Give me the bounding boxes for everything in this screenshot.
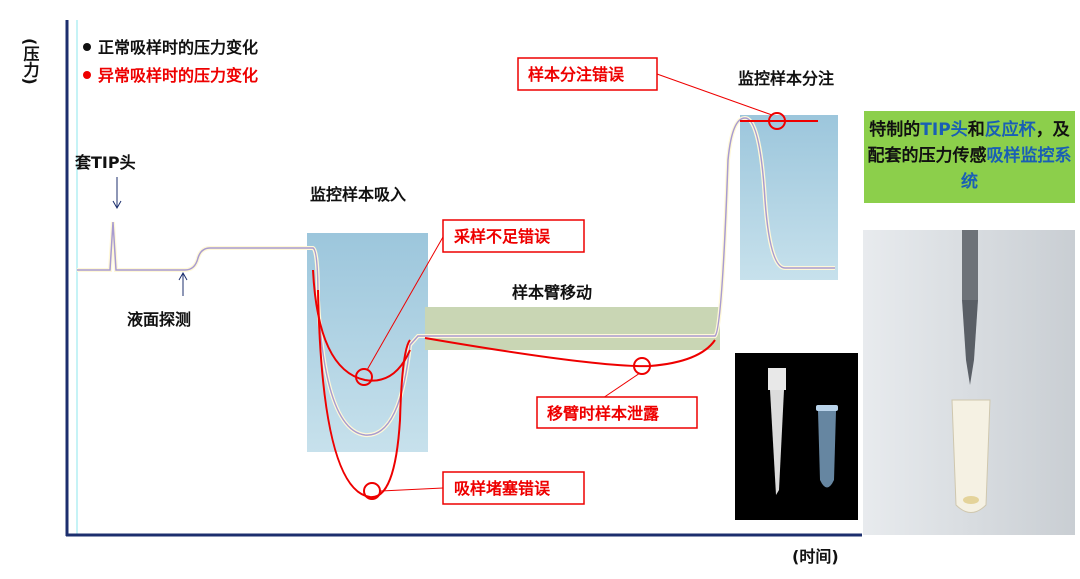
leak-box <box>536 396 698 429</box>
clog-label: 吸样堵塞错误 <box>454 479 551 498</box>
probe-photo <box>863 230 1075 535</box>
legend-normal: 正常吸样时的压力变化 <box>98 38 258 57</box>
note-system: 吸样监控系统 <box>961 146 1072 192</box>
note-text: 特制的 <box>869 120 921 140</box>
legend-abnormal: 异常吸样时的压力变化 <box>98 66 258 85</box>
note-tip: TIP头 <box>920 120 968 140</box>
dispense-error-label: 样本分注错误 <box>528 65 625 84</box>
liquid-label: 液面探测 <box>127 310 191 329</box>
insufficient-label: 采样不足错误 <box>453 227 551 246</box>
dispense-box <box>740 115 838 280</box>
insufficient-box <box>442 219 585 253</box>
dispense-label: 监控样本分注 <box>738 69 834 88</box>
note-text: 和 <box>967 120 985 140</box>
insufficient-marker <box>355 368 373 386</box>
clog-box <box>442 471 585 505</box>
leak-marker <box>633 357 651 375</box>
x-axis-label: (时间) <box>792 547 839 566</box>
tip-and-cup-photo <box>735 353 858 520</box>
note-cup: 反应杯 <box>984 120 1036 140</box>
move-band <box>425 307 720 350</box>
leak-label: 移臂时样本泄露 <box>547 404 660 423</box>
tip-arrow-icon <box>112 177 122 210</box>
dispense-error-marker <box>768 112 786 130</box>
legend-dot-normal <box>83 43 91 51</box>
normal-glow <box>77 115 835 438</box>
leak-curve <box>424 337 716 368</box>
aspirate-label: 监控样本吸入 <box>310 185 406 204</box>
dispense-error-box <box>517 57 658 91</box>
feature-note: 特制的TIP头和反应杯，及配套的压力传感吸样监控系统 <box>864 111 1075 203</box>
move-label: 样本臂移动 <box>512 283 592 302</box>
legend-dot-abnormal <box>83 71 91 79</box>
note-text: ，及配套的压力传感 <box>867 120 1070 166</box>
y-axis-label: (压力) <box>21 38 40 85</box>
normal-pressure-curve <box>77 117 835 436</box>
liquid-arrow-icon <box>178 271 188 296</box>
tip-label: 套TIP头 <box>74 153 136 172</box>
